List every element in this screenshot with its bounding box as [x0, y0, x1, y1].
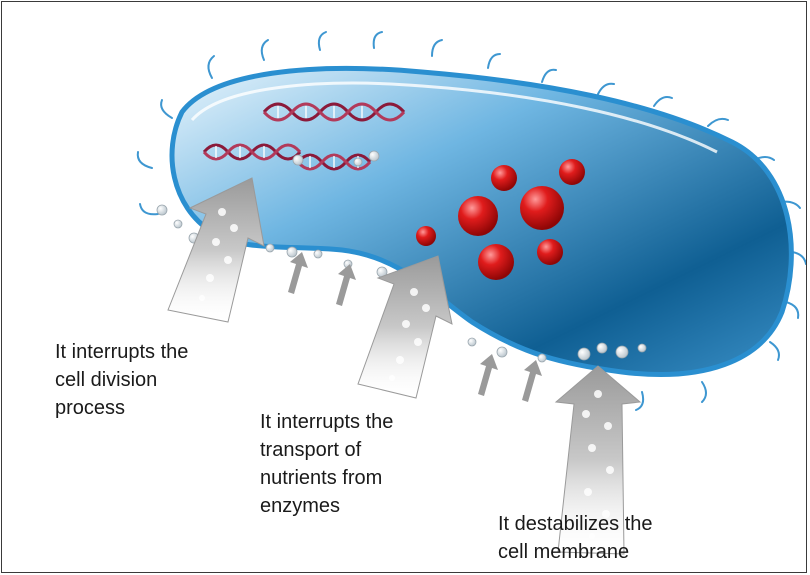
label-cell-division: It interrupts the cell division process [55, 338, 255, 422]
label-membrane: It destabilizes the cell membrane [498, 510, 738, 566]
label-nutrient-transport: It interrupts the transport of nutrients… [260, 408, 470, 520]
